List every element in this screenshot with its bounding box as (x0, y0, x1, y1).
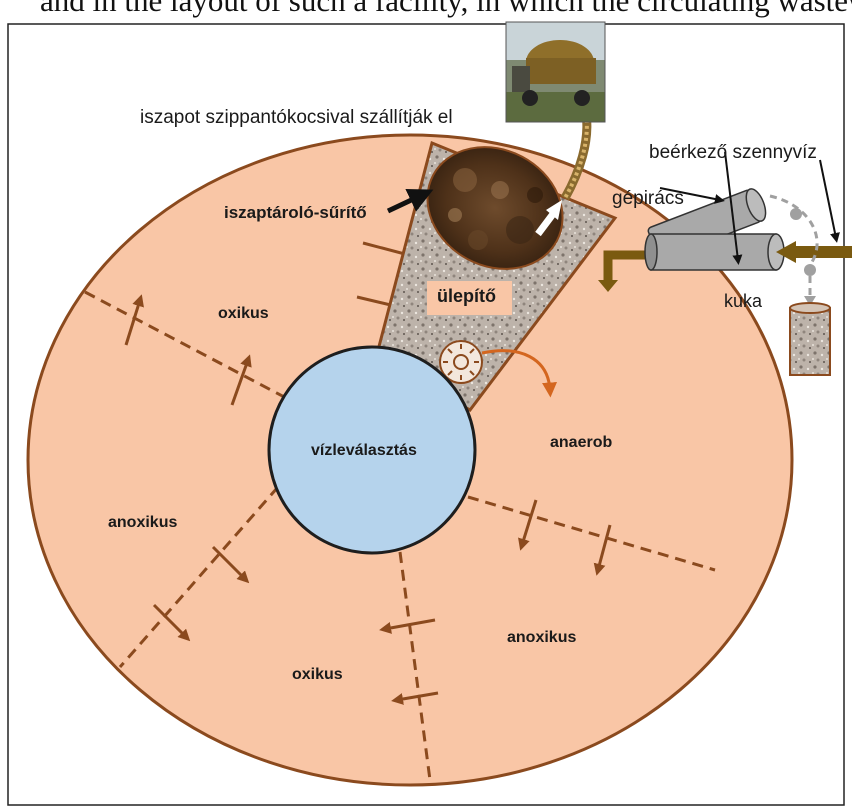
zone-oxic-top: oxikus (218, 305, 269, 322)
zone-anoxic-left: anoxikus (108, 514, 177, 531)
zone-anoxic-right: anoxikus (507, 629, 576, 646)
water-separation-label: vízleválasztás (311, 442, 417, 459)
zone-oxic-bottom: oxikus (292, 666, 343, 683)
sludge-storage-label: iszaptároló-sűrítő (224, 203, 367, 222)
inflow-pointer-arrow (820, 160, 836, 238)
bin-label: kuka (724, 291, 763, 311)
screen-label: gépirács (612, 188, 684, 209)
zone-anaerobic: anaerob (550, 434, 612, 451)
incoming-wastewater-label: beérkező szennyvíz (649, 142, 817, 163)
truck-photo (506, 22, 605, 122)
settler-label: ülepítő (437, 286, 496, 306)
truck-caption: iszapot szippantókocsival szállítják el (140, 107, 453, 128)
